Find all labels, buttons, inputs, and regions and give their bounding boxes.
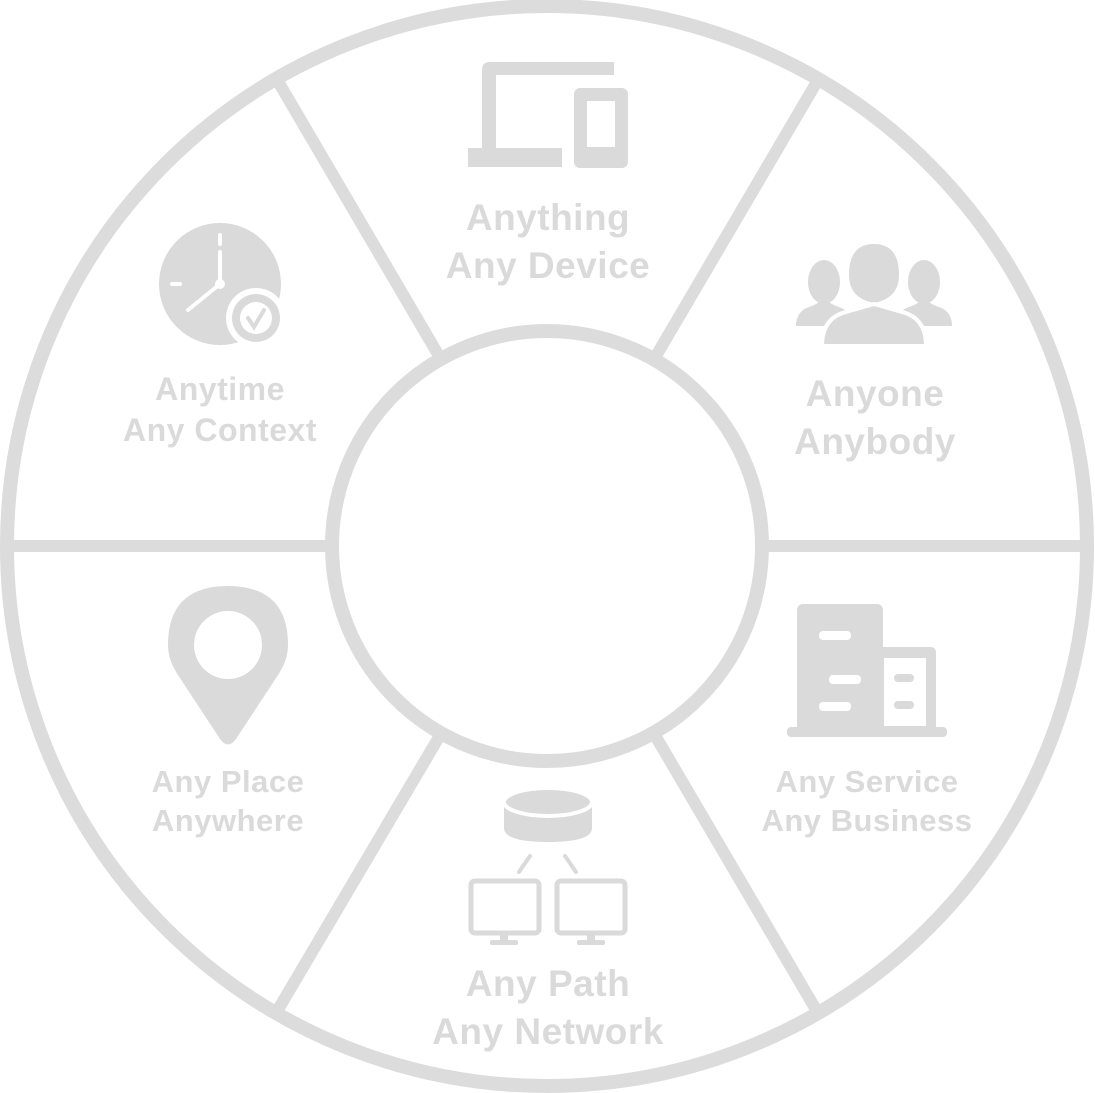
device-label-line2: Any Device [446, 245, 651, 286]
time-label-line1: Anytime [155, 371, 285, 407]
map-pin-icon [168, 586, 288, 745]
laptop-tablet-icon [468, 62, 628, 168]
people-label-line1: Anyone [806, 373, 945, 414]
people-label-line2: Anybody [794, 421, 956, 462]
divider-top-right [650, 81, 821, 360]
network-database-icon [468, 786, 628, 945]
inner-ring [325, 324, 769, 768]
place-label-line2: Anywhere [152, 803, 304, 838]
time-label-line2: Any Context [123, 412, 317, 448]
device-label-line1: Anything [466, 197, 630, 238]
divider-bottom-left [273, 733, 445, 1012]
place-label-line1: Any Place [152, 764, 305, 799]
building-icon [787, 604, 947, 737]
divider-top-left [273, 79, 445, 360]
network-label-line1: Any Path [466, 963, 630, 1004]
business-label-line2: Any Business [761, 803, 972, 838]
network-label-line2: Any Network [432, 1011, 664, 1052]
business-label-line1: Any Service [776, 764, 959, 799]
clock-check-icon [159, 223, 286, 348]
divider-bottom-right [650, 733, 821, 1012]
users-group-icon [796, 239, 952, 348]
